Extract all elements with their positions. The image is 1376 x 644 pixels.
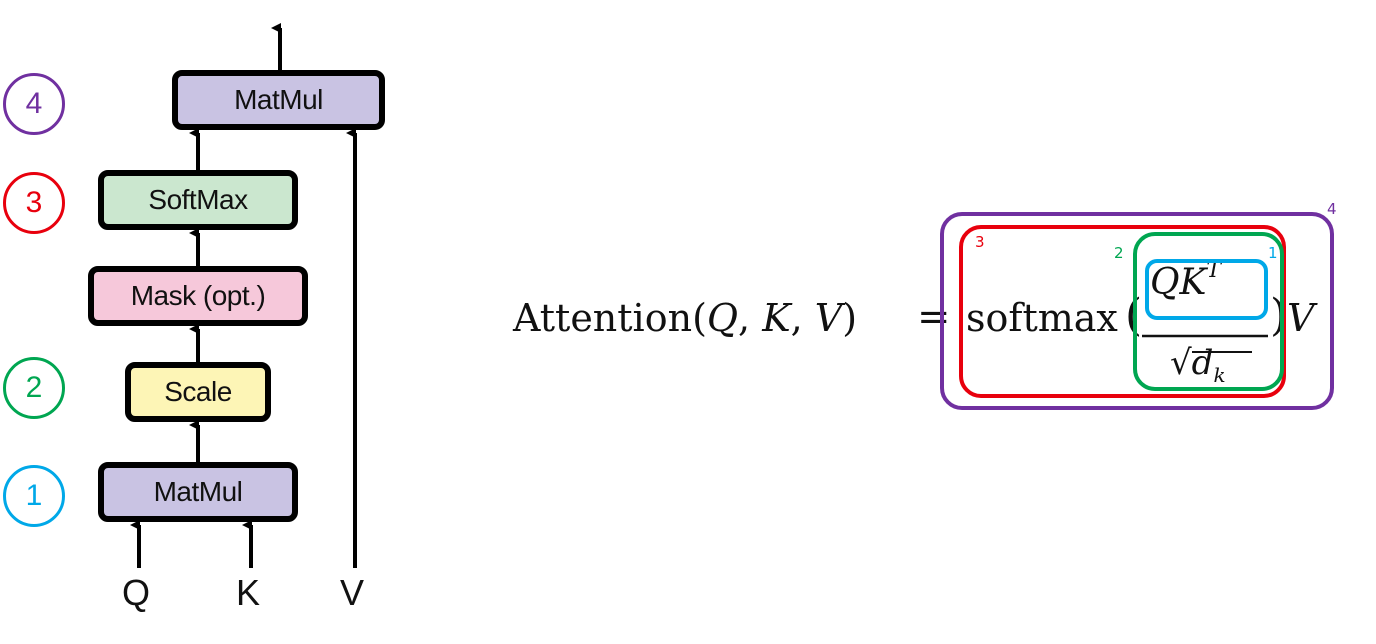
step-3-circle: 3 (3, 172, 65, 234)
input-q-label: Q (122, 572, 151, 613)
denominator-base: d (1191, 343, 1214, 383)
step-4-label: 4 (25, 87, 43, 120)
mask-box: Mask (opt.) (88, 266, 308, 326)
matmul-top-label: MatMul (234, 84, 323, 115)
lhs-open-paren: ( (692, 296, 707, 340)
matmul-top-box: MatMul (172, 70, 385, 130)
step-4-circle: 4 (3, 73, 65, 135)
sqrt-symbol: √ (1170, 343, 1192, 383)
numerator-transpose: T (1206, 258, 1222, 283)
bracket-step-1 (1145, 259, 1268, 320)
scale-box: Scale (125, 362, 271, 422)
bracket-tag-4: 4 (1327, 200, 1337, 218)
softmax-box: SoftMax (98, 170, 298, 230)
step-1-circle: 1 (3, 465, 65, 527)
trailing-v: V (1287, 296, 1315, 340)
arg-v: V (814, 296, 843, 340)
comma-2: , (790, 296, 815, 340)
mask-label: Mask (opt.) (130, 280, 266, 311)
matmul-bottom-label: MatMul (153, 476, 243, 507)
comma-1: , (738, 296, 763, 340)
softmax-label: SoftMax (148, 184, 248, 215)
bracket-tag-1: 1 (1268, 244, 1278, 262)
arg-k: K (762, 296, 791, 340)
scale-label: Scale (164, 376, 232, 407)
denominator-subscript: k (1213, 362, 1226, 387)
equals-sign: = (917, 294, 951, 340)
matmul-bottom-box: MatMul (98, 462, 298, 522)
bracket-tag-2: 2 (1114, 244, 1124, 262)
input-v-label: V (340, 572, 365, 613)
bracket-tag-3: 3 (975, 233, 985, 251)
fraction-numerator: QKT (1150, 258, 1221, 303)
fraction-denominator: √dk (1170, 343, 1226, 387)
step-3-label: 3 (25, 186, 43, 219)
formula-lhs: Attention(Q, K, V) (513, 296, 857, 340)
input-k-label: K (236, 572, 261, 613)
bracket-step-2 (1133, 232, 1284, 391)
arg-q: Q (706, 296, 739, 340)
step-2-label: 2 (25, 371, 43, 404)
bracket-step-4 (940, 212, 1334, 410)
attention-func-name: Attention (513, 296, 693, 340)
softmax-func-name: softmax (966, 296, 1118, 340)
bracket-step-3 (959, 225, 1286, 398)
lhs-close-paren: ) (842, 296, 858, 340)
step-1-label: 1 (25, 479, 43, 512)
step-2-circle: 2 (3, 357, 65, 419)
numerator-base: QK (1150, 262, 1207, 303)
